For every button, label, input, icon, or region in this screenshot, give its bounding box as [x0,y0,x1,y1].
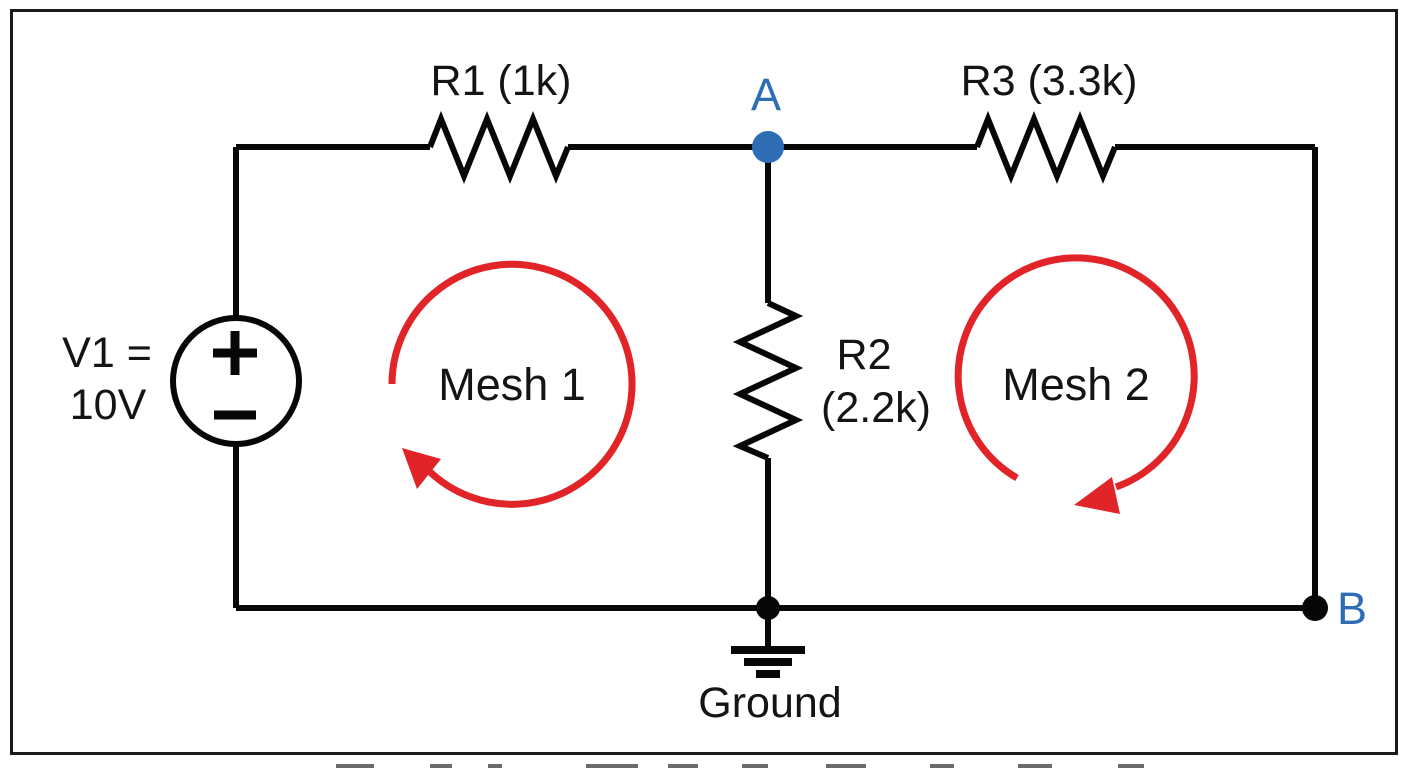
mesh2-loop-arrow-icon [954,254,1198,514]
ground-label: Ground [698,679,841,727]
ground-symbol-icon [731,646,805,678]
node-a-marker [752,131,784,163]
mesh1-label: Mesh 1 [438,359,586,410]
mesh2-label: Mesh 2 [1002,359,1150,410]
resistor-r1-label: R1 (1k) [431,57,572,105]
source-label-line1: V1 = [62,329,152,377]
resistor-r2-name: R2 [837,331,892,379]
plus-polarity-icon [213,331,257,375]
voltage-source-v1: V1 = 10V [62,315,302,447]
resistor-r2-symbol [732,300,804,461]
resistor-r2-value: (2.2k) [821,384,931,432]
circuit-wires [233,110,1318,646]
ground-junction-marker [756,596,780,620]
resistor-r3-symbol [974,110,1118,185]
node-b-label: B [1337,583,1367,634]
mesh1-loop-arrow-icon [388,260,636,508]
node-a-label: A [751,69,781,120]
voltage-source-circle [170,315,302,447]
resistor-r3-label: R3 (3.3k) [961,57,1138,105]
resistor-r1-symbol [427,110,571,185]
node-b-marker [1302,595,1328,621]
source-label-line2: 10V [70,381,147,429]
cropped-text-artifacts [336,764,1144,768]
